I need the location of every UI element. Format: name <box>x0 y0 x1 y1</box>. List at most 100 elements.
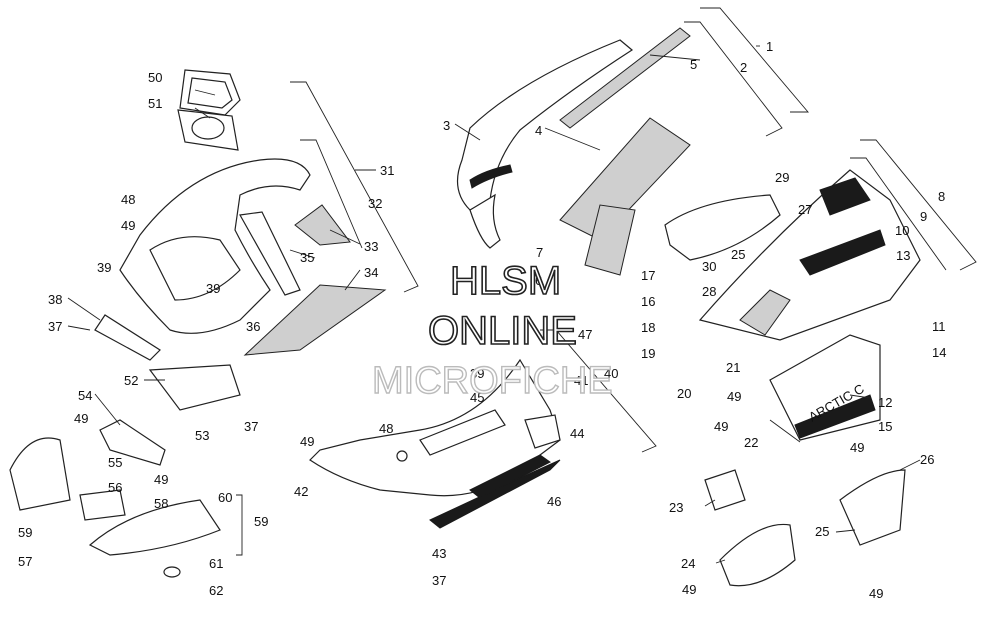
callout-22: 22 <box>744 435 758 450</box>
callout-32: 32 <box>368 196 382 211</box>
callout-39c: 39 <box>470 366 484 381</box>
callout-60: 60 <box>218 490 232 505</box>
callout-49a: 49 <box>121 218 135 233</box>
callout-48b: 48 <box>379 421 393 436</box>
callout-25b: 25 <box>815 524 829 539</box>
callout-14: 14 <box>932 345 946 360</box>
part-58-60 <box>88 499 221 556</box>
callout-57: 57 <box>18 554 32 569</box>
callout-18: 18 <box>641 320 655 335</box>
callout-49f: 49 <box>714 419 728 434</box>
panel-57-part <box>9 437 71 511</box>
callout-30: 30 <box>702 259 716 274</box>
callout-59b: 59 <box>254 514 268 529</box>
callout-56: 56 <box>108 480 122 495</box>
pad-6-part <box>584 204 636 276</box>
callout-49c: 49 <box>154 472 168 487</box>
watermark-line2: ONLINE <box>428 309 577 353</box>
callout-29: 29 <box>775 170 789 185</box>
watermark: HLSM ONLINE MICROFICHE <box>371 258 613 403</box>
piece-30-part <box>664 194 781 261</box>
callout-17: 17 <box>641 268 655 283</box>
callout-10: 10 <box>895 223 909 238</box>
bracket-59 <box>236 494 243 556</box>
pad-4-part <box>559 117 691 241</box>
callout-49h: 49 <box>850 440 864 455</box>
bracket-1-2 <box>684 7 809 137</box>
callout-62: 62 <box>209 583 223 598</box>
callout-34: 34 <box>364 265 378 280</box>
callout-5: 5 <box>690 57 697 72</box>
pad-33-part <box>294 204 351 246</box>
callout-3: 3 <box>443 118 450 133</box>
callout-41: 41 <box>574 373 588 388</box>
piece-44-part <box>524 414 561 449</box>
watermark-line1: HLSM <box>450 259 561 303</box>
callout-43: 43 <box>432 546 446 561</box>
callout-7: 7 <box>536 245 543 260</box>
callout-37b: 37 <box>244 419 258 434</box>
callout-50: 50 <box>148 70 162 85</box>
callout-2: 2 <box>740 60 747 75</box>
callout-49e: 49 <box>727 389 741 404</box>
callout-8: 8 <box>938 189 945 204</box>
side-38-part <box>94 314 161 361</box>
callout-28: 28 <box>702 284 716 299</box>
callout-31: 31 <box>380 163 394 178</box>
callout-52: 52 <box>124 373 138 388</box>
callout-26: 26 <box>920 452 934 467</box>
part-54 <box>99 419 166 466</box>
callout-49b: 49 <box>74 411 88 426</box>
callout-33: 33 <box>364 239 378 254</box>
plate-51-part <box>177 109 239 151</box>
callout-37c: 37 <box>432 573 446 588</box>
callout-35: 35 <box>300 250 314 265</box>
callout-4: 4 <box>535 123 542 138</box>
callout-20: 20 <box>677 386 691 401</box>
bracket-8-9 <box>850 139 977 271</box>
callout-40: 40 <box>604 366 618 381</box>
callout-24: 24 <box>681 556 695 571</box>
callout-45: 45 <box>470 390 484 405</box>
callout-38: 38 <box>48 292 62 307</box>
box-56-part <box>79 489 126 521</box>
part-24 <box>719 523 796 587</box>
lower-panel-part <box>769 334 881 441</box>
callout-labels: 1 2 3 4 5 6 7 8 9 10 11 12 13 14 15 16 1… <box>18 39 946 601</box>
callout-58: 58 <box>154 496 168 511</box>
side-panel-part <box>698 169 921 341</box>
callout-61: 61 <box>209 556 223 571</box>
callout-47: 47 <box>578 327 592 342</box>
callout-36: 36 <box>246 319 260 334</box>
callout-55: 55 <box>108 455 122 470</box>
callout-9: 9 <box>920 209 927 224</box>
callout-51: 51 <box>148 96 162 111</box>
callout-19: 19 <box>641 346 655 361</box>
leader-lines <box>67 45 921 564</box>
callout-6: 6 <box>535 273 542 288</box>
callout-12: 12 <box>878 395 892 410</box>
callout-49g: 49 <box>682 582 696 597</box>
pad-34-part <box>243 284 387 356</box>
callout-39a: 39 <box>97 260 111 275</box>
callout-44: 44 <box>570 426 584 441</box>
callout-15: 15 <box>878 419 892 434</box>
callout-49d: 49 <box>300 434 314 449</box>
callout-53: 53 <box>195 428 209 443</box>
callout-46: 46 <box>547 494 561 509</box>
callout-25a: 25 <box>731 247 745 262</box>
hood-upper-part <box>456 39 634 249</box>
part-26 <box>839 469 906 546</box>
plate-52-part <box>148 364 241 411</box>
callout-39b: 39 <box>206 281 220 296</box>
callout-42: 42 <box>294 484 308 499</box>
callout-16: 16 <box>641 294 655 309</box>
bracket-40-47 <box>540 329 657 453</box>
bracket-31-32 <box>290 81 419 293</box>
watermark-line3: MICROFICHE <box>372 360 613 402</box>
callout-48a: 48 <box>121 192 135 207</box>
strip-5-part <box>559 27 691 129</box>
belly-pan-part <box>309 358 561 529</box>
